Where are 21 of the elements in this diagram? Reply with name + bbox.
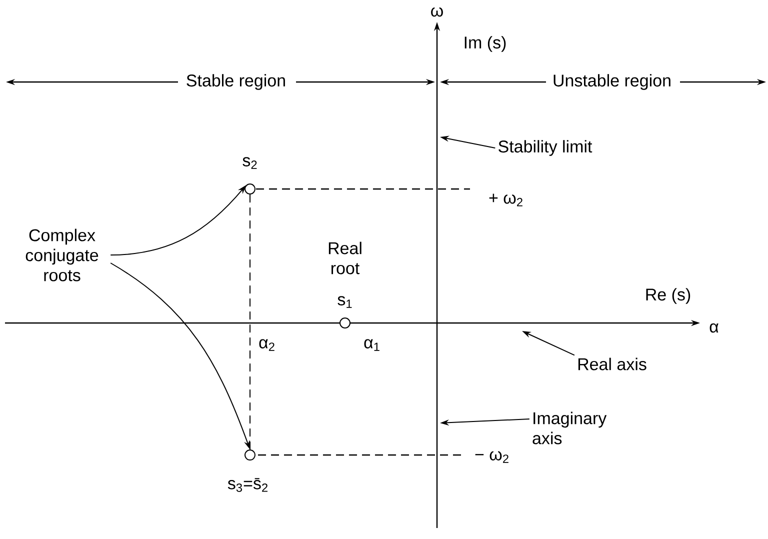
callout-text: Complex conjugate roots — [26, 228, 98, 282]
root-circle — [340, 318, 350, 328]
region-label: Unstable region — [554, 74, 670, 90]
callout-text: Stability limit — [498, 140, 592, 156]
value-label: − ω$_{2}$ — [475, 451, 508, 463]
root-label: s$_{1}$ — [338, 296, 352, 308]
axis-label: Re (s) — [646, 288, 690, 304]
callout-text: Real axis — [578, 358, 646, 370]
axis-label: Im (s) — [464, 36, 506, 52]
value-label: α$_{2}$ — [259, 339, 274, 351]
axis-label: ω — [431, 7, 443, 17]
axis-label: α — [710, 323, 718, 333]
root-label: s$_{3}$=s̄$_{2}$ — [228, 478, 268, 492]
region-label: Stable region — [186, 74, 285, 90]
root-label: Real root — [328, 242, 362, 274]
root-label: s$_{2}$ — [242, 157, 257, 169]
callout-text: Imaginary axis — [532, 412, 607, 444]
value-label: α$_{1}$ — [364, 339, 380, 351]
root-circle — [244, 184, 256, 194]
value-label: + ω$_{2}$ — [489, 194, 522, 206]
root-circle — [244, 450, 256, 460]
